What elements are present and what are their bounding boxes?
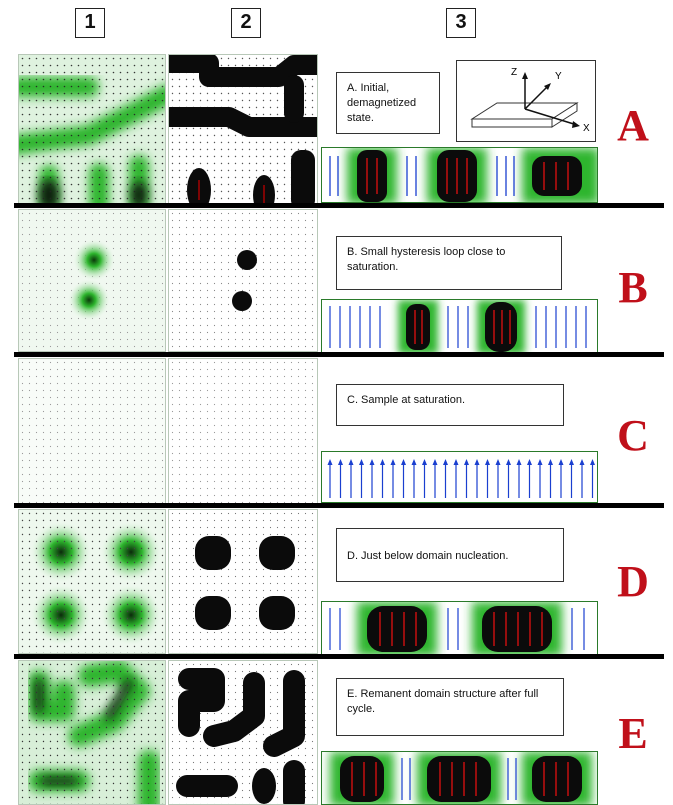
up-arrow-head bbox=[370, 459, 375, 465]
row-c-panel-2 bbox=[168, 358, 318, 504]
up-arrow-head bbox=[485, 459, 490, 465]
row-e-panel-2 bbox=[168, 660, 318, 805]
up-arrow-head bbox=[590, 459, 595, 465]
row-c-domain-map bbox=[169, 359, 318, 504]
up-arrow-head bbox=[538, 459, 543, 465]
up-arrow-head bbox=[496, 459, 501, 465]
row-d-panel-1 bbox=[18, 509, 166, 654]
row-d-domain-map bbox=[169, 510, 318, 654]
up-arrow-head bbox=[464, 459, 469, 465]
row-b-panel-2 bbox=[168, 209, 318, 352]
row-b-cross-section bbox=[321, 299, 598, 353]
row-separator-3 bbox=[14, 503, 664, 508]
row-e-domain-map bbox=[169, 661, 318, 805]
row-d-cross-section bbox=[321, 601, 598, 655]
up-arrow-head bbox=[580, 459, 585, 465]
up-arrow-head bbox=[475, 459, 480, 465]
row-e-panel-1 bbox=[18, 660, 166, 805]
up-arrow-head bbox=[349, 459, 354, 465]
up-arrow-head bbox=[338, 459, 343, 465]
row-e-magnetization-map bbox=[19, 661, 166, 805]
column-header-2: 2 bbox=[231, 8, 261, 38]
row-c-panel-1 bbox=[18, 358, 166, 504]
row-a-magnetization-map bbox=[19, 55, 166, 204]
row-separator-4 bbox=[14, 654, 664, 659]
axis-label-z: Z bbox=[511, 67, 517, 78]
row-d-letter: D bbox=[608, 556, 658, 607]
column-header-3: 3 bbox=[446, 8, 476, 38]
row-b-panel-1 bbox=[18, 209, 166, 352]
up-arrow-head bbox=[433, 459, 438, 465]
axis-label-y: Y bbox=[555, 71, 562, 82]
up-arrow-head bbox=[548, 459, 553, 465]
up-arrow-head bbox=[559, 459, 564, 465]
up-arrow-head bbox=[380, 459, 385, 465]
row-a-cross-section bbox=[321, 147, 598, 203]
row-e-cross-section bbox=[321, 751, 598, 805]
up-arrow-head bbox=[454, 459, 459, 465]
up-arrow-head bbox=[328, 459, 333, 465]
row-c-caption: C. Sample at saturation. bbox=[336, 384, 564, 426]
row-a-domain-map bbox=[169, 55, 318, 204]
row-a-panel-1 bbox=[18, 54, 166, 204]
up-arrow-head bbox=[443, 459, 448, 465]
row-b-domain-map bbox=[169, 210, 318, 352]
row-a-caption: A. Initial, demagnetized state. bbox=[336, 72, 440, 134]
row-separator-1 bbox=[14, 203, 664, 208]
row-c-cross-section bbox=[321, 451, 598, 503]
row-b-letter: B bbox=[608, 262, 658, 313]
row-a-letter: A bbox=[608, 100, 658, 151]
row-c-letter: C bbox=[608, 410, 658, 461]
row-d-magnetization-map bbox=[19, 510, 166, 654]
up-arrow-head bbox=[506, 459, 511, 465]
axes-inset: Z Y X bbox=[456, 60, 596, 142]
up-arrow-head bbox=[412, 459, 417, 465]
row-b-caption: B. Small hysteresis loop close to satura… bbox=[336, 236, 562, 290]
row-a-panel-2 bbox=[168, 54, 318, 204]
row-d-panel-2 bbox=[168, 509, 318, 654]
up-arrow-head bbox=[391, 459, 396, 465]
row-e-letter: E bbox=[608, 708, 658, 759]
up-arrow-head bbox=[359, 459, 364, 465]
up-arrow-head bbox=[527, 459, 532, 465]
row-c-magnetization-map bbox=[19, 359, 166, 504]
row-d-caption: D. Just below domain nucleation. bbox=[336, 528, 564, 582]
up-arrow-head bbox=[401, 459, 406, 465]
column-header-1: 1 bbox=[75, 8, 105, 38]
row-e-caption: E. Remanent domain structure after full … bbox=[336, 678, 564, 736]
row-separator-2 bbox=[14, 352, 664, 357]
up-arrow-head bbox=[517, 459, 522, 465]
up-arrow-head bbox=[569, 459, 574, 465]
row-b-magnetization-map bbox=[19, 210, 166, 352]
axis-label-x: X bbox=[583, 123, 590, 134]
up-arrow-head bbox=[422, 459, 427, 465]
